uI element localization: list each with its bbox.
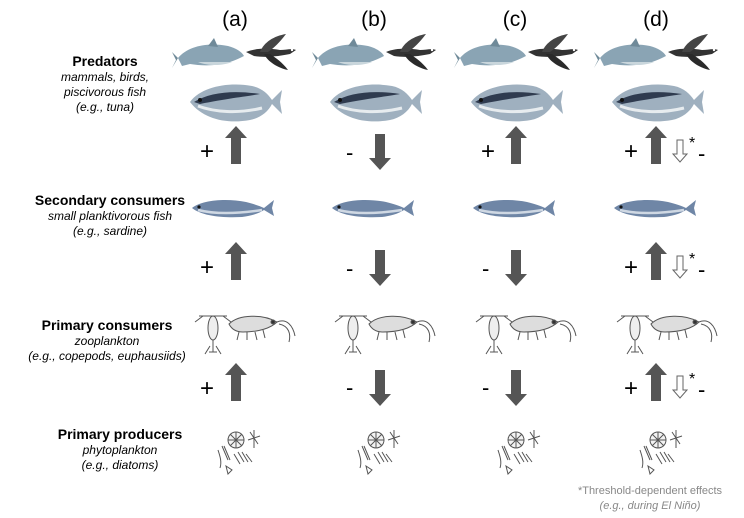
effect-sign: + bbox=[200, 377, 214, 401]
effect-sign: - bbox=[482, 257, 489, 281]
dolphin-icon bbox=[454, 38, 526, 68]
diatoms-icon bbox=[358, 430, 400, 474]
effect-sign: - bbox=[346, 376, 353, 400]
footnote-line: *Threshold-dependent effects bbox=[560, 484, 740, 499]
bird-icon bbox=[246, 34, 296, 70]
bird-icon bbox=[668, 34, 718, 70]
bird-icon bbox=[386, 34, 436, 70]
copepod-icon bbox=[476, 316, 512, 354]
tuna-icon bbox=[330, 85, 422, 122]
dolphin-icon bbox=[312, 38, 384, 68]
threshold-star: * bbox=[689, 136, 695, 152]
effect-sign: - bbox=[482, 376, 489, 400]
effect-sign: - bbox=[346, 141, 353, 165]
effect-sign: - bbox=[346, 257, 353, 281]
effect-sign: + bbox=[200, 256, 214, 280]
diatoms-icon bbox=[218, 430, 260, 474]
threshold-minus: - bbox=[698, 142, 705, 166]
hollow-arrow-down-icon bbox=[673, 256, 687, 278]
arrow-up-icon bbox=[505, 126, 527, 164]
hollow-arrow-down-icon bbox=[673, 376, 687, 398]
hollow-arrow-down-icon bbox=[673, 140, 687, 162]
arrow-down-icon bbox=[369, 370, 391, 406]
arrow-down-icon bbox=[369, 250, 391, 286]
diatoms-icon bbox=[498, 430, 540, 474]
krill-icon bbox=[369, 316, 435, 342]
footnote-line: (e.g., during El Niño) bbox=[560, 499, 740, 514]
threshold-star: * bbox=[689, 252, 695, 268]
sardine-icon bbox=[192, 200, 274, 217]
copepod-icon bbox=[335, 316, 371, 354]
sardine-icon bbox=[473, 200, 555, 217]
tuna-icon bbox=[471, 85, 563, 122]
arrow-down-icon bbox=[505, 370, 527, 406]
krill-icon bbox=[510, 316, 576, 342]
arrow-down-icon bbox=[505, 250, 527, 286]
effect-sign: + bbox=[624, 140, 638, 164]
diatoms-icon bbox=[640, 430, 682, 474]
bird-icon bbox=[528, 34, 578, 70]
arrow-up-icon bbox=[645, 242, 667, 280]
dolphin-icon bbox=[172, 38, 244, 68]
effect-sign: + bbox=[624, 377, 638, 401]
copepod-icon bbox=[195, 316, 231, 354]
effect-sign: + bbox=[200, 140, 214, 164]
sardine-icon bbox=[614, 200, 696, 217]
sardine-icon bbox=[332, 200, 414, 217]
copepod-icon bbox=[617, 316, 653, 354]
threshold-minus: - bbox=[698, 378, 705, 402]
footnote: *Threshold-dependent effects (e.g., duri… bbox=[560, 484, 740, 514]
threshold-star: * bbox=[689, 372, 695, 388]
column-b-organisms bbox=[312, 34, 436, 474]
arrow-up-icon bbox=[645, 363, 667, 401]
threshold-minus: - bbox=[698, 258, 705, 282]
tuna-icon bbox=[190, 85, 282, 122]
arrow-up-icon bbox=[225, 126, 247, 164]
tuna-icon bbox=[612, 85, 704, 122]
effect-sign: + bbox=[481, 140, 495, 164]
arrow-up-icon bbox=[645, 126, 667, 164]
effect-sign: + bbox=[624, 256, 638, 280]
krill-icon bbox=[651, 316, 717, 342]
arrow-up-icon bbox=[225, 242, 247, 280]
dolphin-icon bbox=[594, 38, 666, 68]
arrow-up-icon bbox=[225, 363, 247, 401]
arrow-down-icon bbox=[369, 134, 391, 170]
krill-icon bbox=[229, 316, 295, 342]
